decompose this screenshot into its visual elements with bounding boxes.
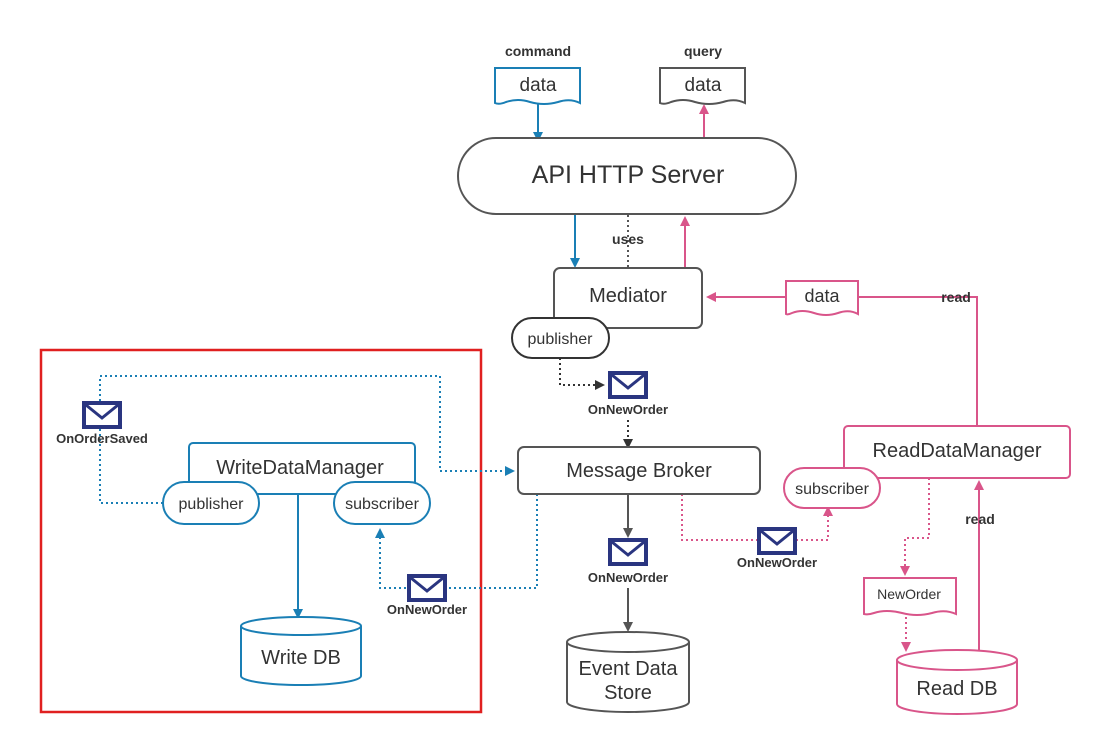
read-label: read [965, 511, 995, 527]
command-label: command [505, 43, 571, 59]
write-subscriber-port: subscriber [333, 481, 431, 525]
event-store-label-line2: Store [604, 682, 652, 704]
mediator-publisher-port: publisher [511, 317, 610, 359]
read-incoming-label: OnNewOrder [737, 555, 817, 570]
write-incoming-envelope-icon [405, 572, 449, 604]
read-subscriber-label: subscriber [795, 481, 869, 498]
write-subscriber-label: subscriber [345, 496, 419, 513]
read-db: Read DB [896, 649, 1018, 715]
read-label-top: read [941, 289, 971, 305]
read-manager-label: ReadDataManager [873, 440, 1042, 462]
read-subscriber-port: subscriber [783, 467, 881, 509]
api-server-label: API HTTP Server [532, 161, 725, 189]
mediator-node: Mediator [553, 267, 703, 329]
broker-to-write-subscriber-connector [375, 494, 538, 589]
order-saved-label: OnOrderSaved [56, 431, 148, 446]
write-publish-connector [99, 375, 515, 504]
query-doc-label: data [685, 75, 722, 96]
uses-label: uses [612, 231, 644, 247]
api-http-server: API HTTP Server [457, 137, 797, 215]
write-side-highlight-frame [39, 348, 483, 714]
broker-message-label: OnNewOrder [588, 570, 668, 585]
mediator-publish-connector [559, 358, 605, 390]
mediator-label: Mediator [589, 285, 667, 307]
query-data-doc: data [659, 67, 746, 105]
write-incoming-label: OnNewOrder [387, 602, 467, 617]
command-doc-label: data [520, 75, 557, 96]
mediator-message-envelope-icon [606, 369, 650, 401]
read-data-manager: ReadDataManager [843, 425, 1071, 479]
message-broker-label: Message Broker [566, 460, 712, 482]
read-return-data-doc: data [785, 280, 859, 316]
write-db: Write DB [240, 616, 362, 686]
message-broker-node: Message Broker [517, 446, 761, 495]
mediator-message-label: OnNewOrder [588, 402, 668, 417]
read-return-doc-label: data [804, 286, 840, 306]
read-manager-to-doc-connector [900, 537, 929, 576]
read-db-label: Read DB [916, 678, 997, 700]
read-incoming-envelope-icon [755, 525, 799, 557]
read-new-order-doc: NewOrder [863, 577, 957, 616]
write-publisher-port: publisher [162, 481, 260, 525]
write-publisher-label: publisher [179, 496, 245, 513]
write-db-label: Write DB [261, 647, 341, 669]
command-data-doc: data [494, 67, 581, 105]
order-saved-envelope-icon [80, 399, 124, 431]
event-store-label-line1: Event Data [579, 658, 679, 680]
broker-message-envelope-icon [606, 536, 650, 568]
read-doc-label: NewOrder [877, 586, 941, 602]
read-return-line [858, 296, 978, 426]
write-manager-label: WriteDataManager [216, 457, 384, 479]
query-label: query [684, 43, 722, 59]
event-data-store: Event Data Store [566, 631, 690, 713]
mediator-publisher-label: publisher [528, 331, 594, 348]
